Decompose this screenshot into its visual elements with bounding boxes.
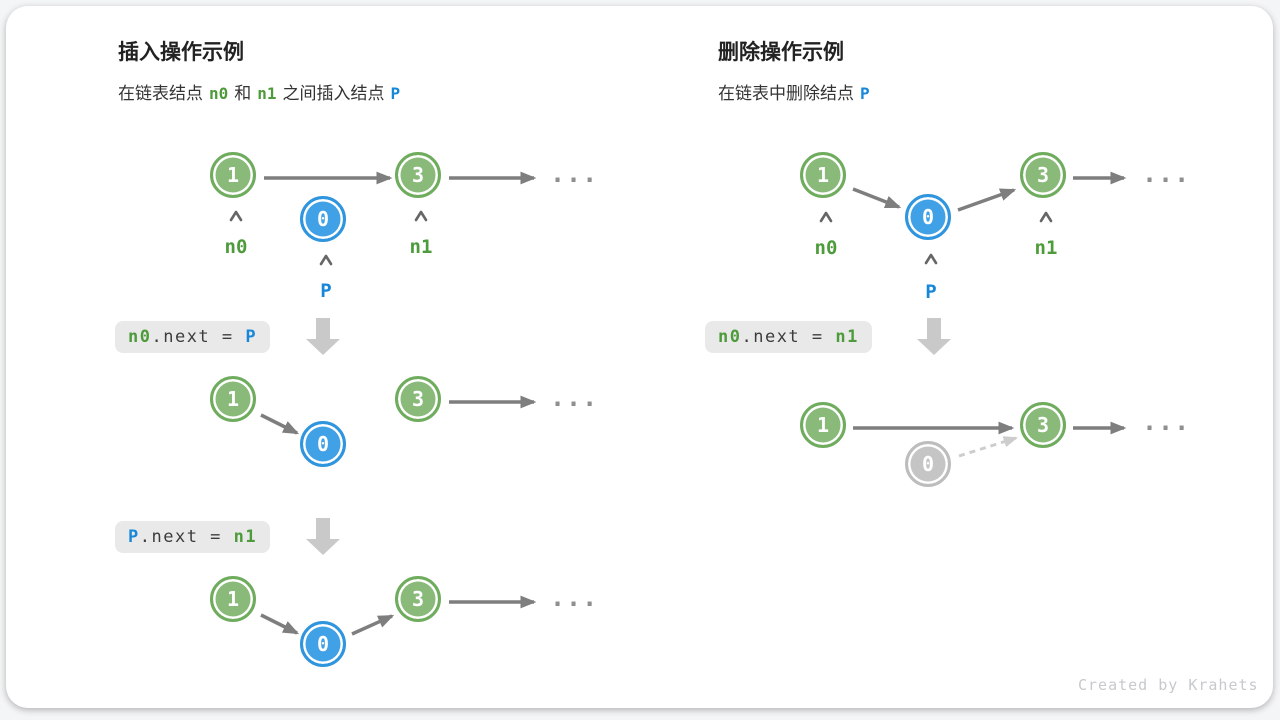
pointer-label-n0: n0: [224, 236, 248, 258]
right-subtitle: 在链表中删除结点 P: [718, 79, 876, 104]
token-p: P: [390, 84, 401, 103]
ellipsis: ...: [1142, 159, 1191, 188]
pointer-label-n1: n1: [409, 236, 433, 258]
left-title: 插入操作示例: [118, 41, 244, 64]
node-first: 1: [210, 152, 256, 198]
code-var: P: [245, 327, 258, 347]
subtitle-text: 在链表结点: [118, 84, 203, 103]
ellipsis: ...: [550, 383, 599, 412]
code-op: .next =: [139, 527, 234, 547]
node-last: 3: [395, 576, 441, 622]
pointer-label-n0: n0: [814, 237, 838, 259]
code-box-insert-step1: n0.next = P: [115, 321, 271, 353]
code-var: n1: [233, 527, 258, 547]
node-first: 1: [210, 576, 256, 622]
subtitle-text: 和: [234, 84, 252, 103]
ellipsis: ...: [550, 159, 599, 188]
code-op: .next =: [151, 327, 246, 347]
token-n0: n0: [209, 84, 229, 103]
code-var: P: [128, 527, 140, 547]
node-first: 1: [210, 376, 256, 422]
footer-credit: Created by Krahets: [1078, 676, 1259, 694]
left-subtitle: 在链表结点 n0 和 n1 之间插入结点 P: [118, 79, 406, 104]
node-inserted: 0: [300, 621, 346, 667]
ellipsis: ...: [1142, 407, 1191, 436]
node-last: 3: [395, 152, 441, 198]
node-removed: 0: [905, 441, 951, 487]
node-last: 3: [1020, 402, 1066, 448]
token-n1: n1: [257, 84, 277, 103]
token-p: P: [860, 84, 870, 103]
node-last: 3: [395, 376, 441, 422]
code-op: .next =: [741, 327, 836, 347]
pointer-label-p: P: [925, 281, 937, 303]
code-box-insert-step2: P.next = n1: [115, 521, 271, 553]
node-inserted: 0: [300, 196, 346, 242]
pointer-label-p: P: [320, 280, 332, 302]
node-inserted: 0: [905, 194, 951, 240]
code-var: n0: [128, 327, 152, 347]
code-var: n0: [718, 327, 742, 347]
subtitle-text: 之间插入结点: [282, 84, 385, 103]
pointer-label-n1: n1: [1034, 237, 1058, 259]
node-inserted: 0: [300, 421, 346, 467]
code-box-delete-step1: n0.next = n1: [705, 321, 872, 353]
subtitle-text: 在链表中删除结点: [718, 84, 854, 103]
right-title: 删除操作示例: [718, 41, 844, 64]
diagram-card: [6, 6, 1273, 708]
node-last: 3: [1020, 152, 1066, 198]
code-var: n1: [835, 327, 859, 347]
ellipsis: ...: [550, 583, 599, 612]
node-first: 1: [800, 152, 846, 198]
node-first: 1: [800, 402, 846, 448]
